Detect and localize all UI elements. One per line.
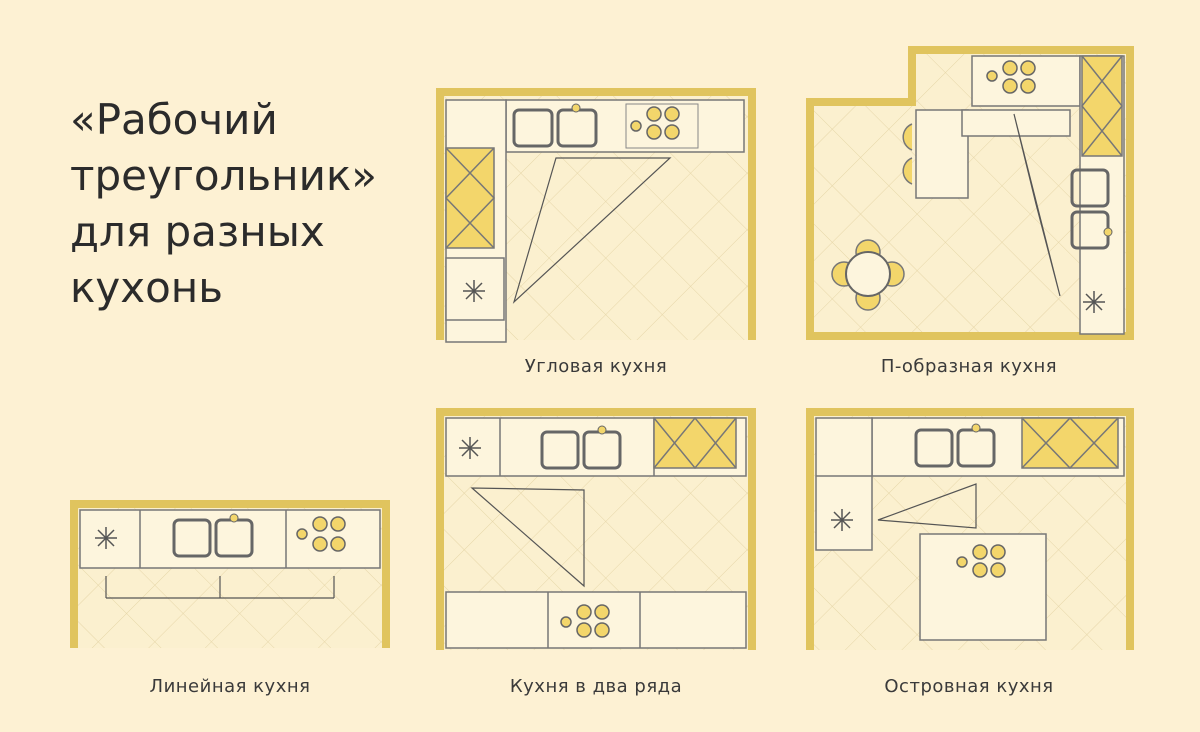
u-shaped-kitchen-plan bbox=[804, 44, 1134, 340]
stove-icon bbox=[956, 544, 1006, 578]
caption-u-shaped: П-образная кухня bbox=[880, 356, 1058, 377]
work-triangle bbox=[877, 483, 977, 529]
work-line bbox=[105, 576, 335, 599]
corner-kitchen-plan bbox=[436, 88, 756, 344]
tall-cabinet bbox=[445, 147, 495, 249]
work-triangle bbox=[1013, 113, 1061, 297]
sink-icon bbox=[512, 103, 598, 148]
snowflake-icon bbox=[1083, 291, 1105, 313]
sink-icon bbox=[914, 423, 996, 468]
title-line-4: кухонь bbox=[70, 263, 223, 312]
tall-cabinet bbox=[1081, 55, 1123, 157]
snowflake-icon bbox=[463, 280, 485, 302]
upper-cabinet bbox=[653, 417, 737, 469]
snowflake-icon bbox=[95, 527, 117, 549]
work-triangle bbox=[470, 487, 585, 588]
work-triangle bbox=[512, 157, 672, 304]
island-kitchen-plan bbox=[804, 408, 1134, 654]
upper-cabinet bbox=[1021, 417, 1119, 469]
caption-linear: Линейная кухня bbox=[149, 676, 311, 697]
caption-two-row: Кухня в два ряда bbox=[509, 676, 683, 697]
sink-icon bbox=[172, 513, 254, 558]
title-line-2: треугольник» bbox=[70, 151, 378, 200]
caption-island: Островная кухня bbox=[884, 676, 1054, 697]
stove-icon bbox=[560, 604, 610, 638]
stove-icon bbox=[986, 60, 1036, 94]
snowflake-icon bbox=[459, 437, 481, 459]
bar-stool-icon bbox=[902, 123, 913, 185]
sink-icon bbox=[540, 425, 622, 470]
stove-icon bbox=[296, 516, 346, 552]
sink-icon bbox=[1070, 168, 1113, 250]
snowflake-icon bbox=[831, 509, 853, 531]
caption-corner: Угловая кухня bbox=[524, 356, 668, 377]
page-title: «Рабочий треугольник» для разных кухонь bbox=[70, 92, 430, 316]
dining-table-icon bbox=[831, 239, 905, 311]
title-line-1: «Рабочий bbox=[70, 95, 278, 144]
two-row-kitchen-plan bbox=[436, 408, 756, 654]
linear-kitchen-plan bbox=[70, 500, 390, 652]
stove-icon bbox=[625, 103, 699, 149]
title-line-3: для разных bbox=[70, 207, 325, 256]
